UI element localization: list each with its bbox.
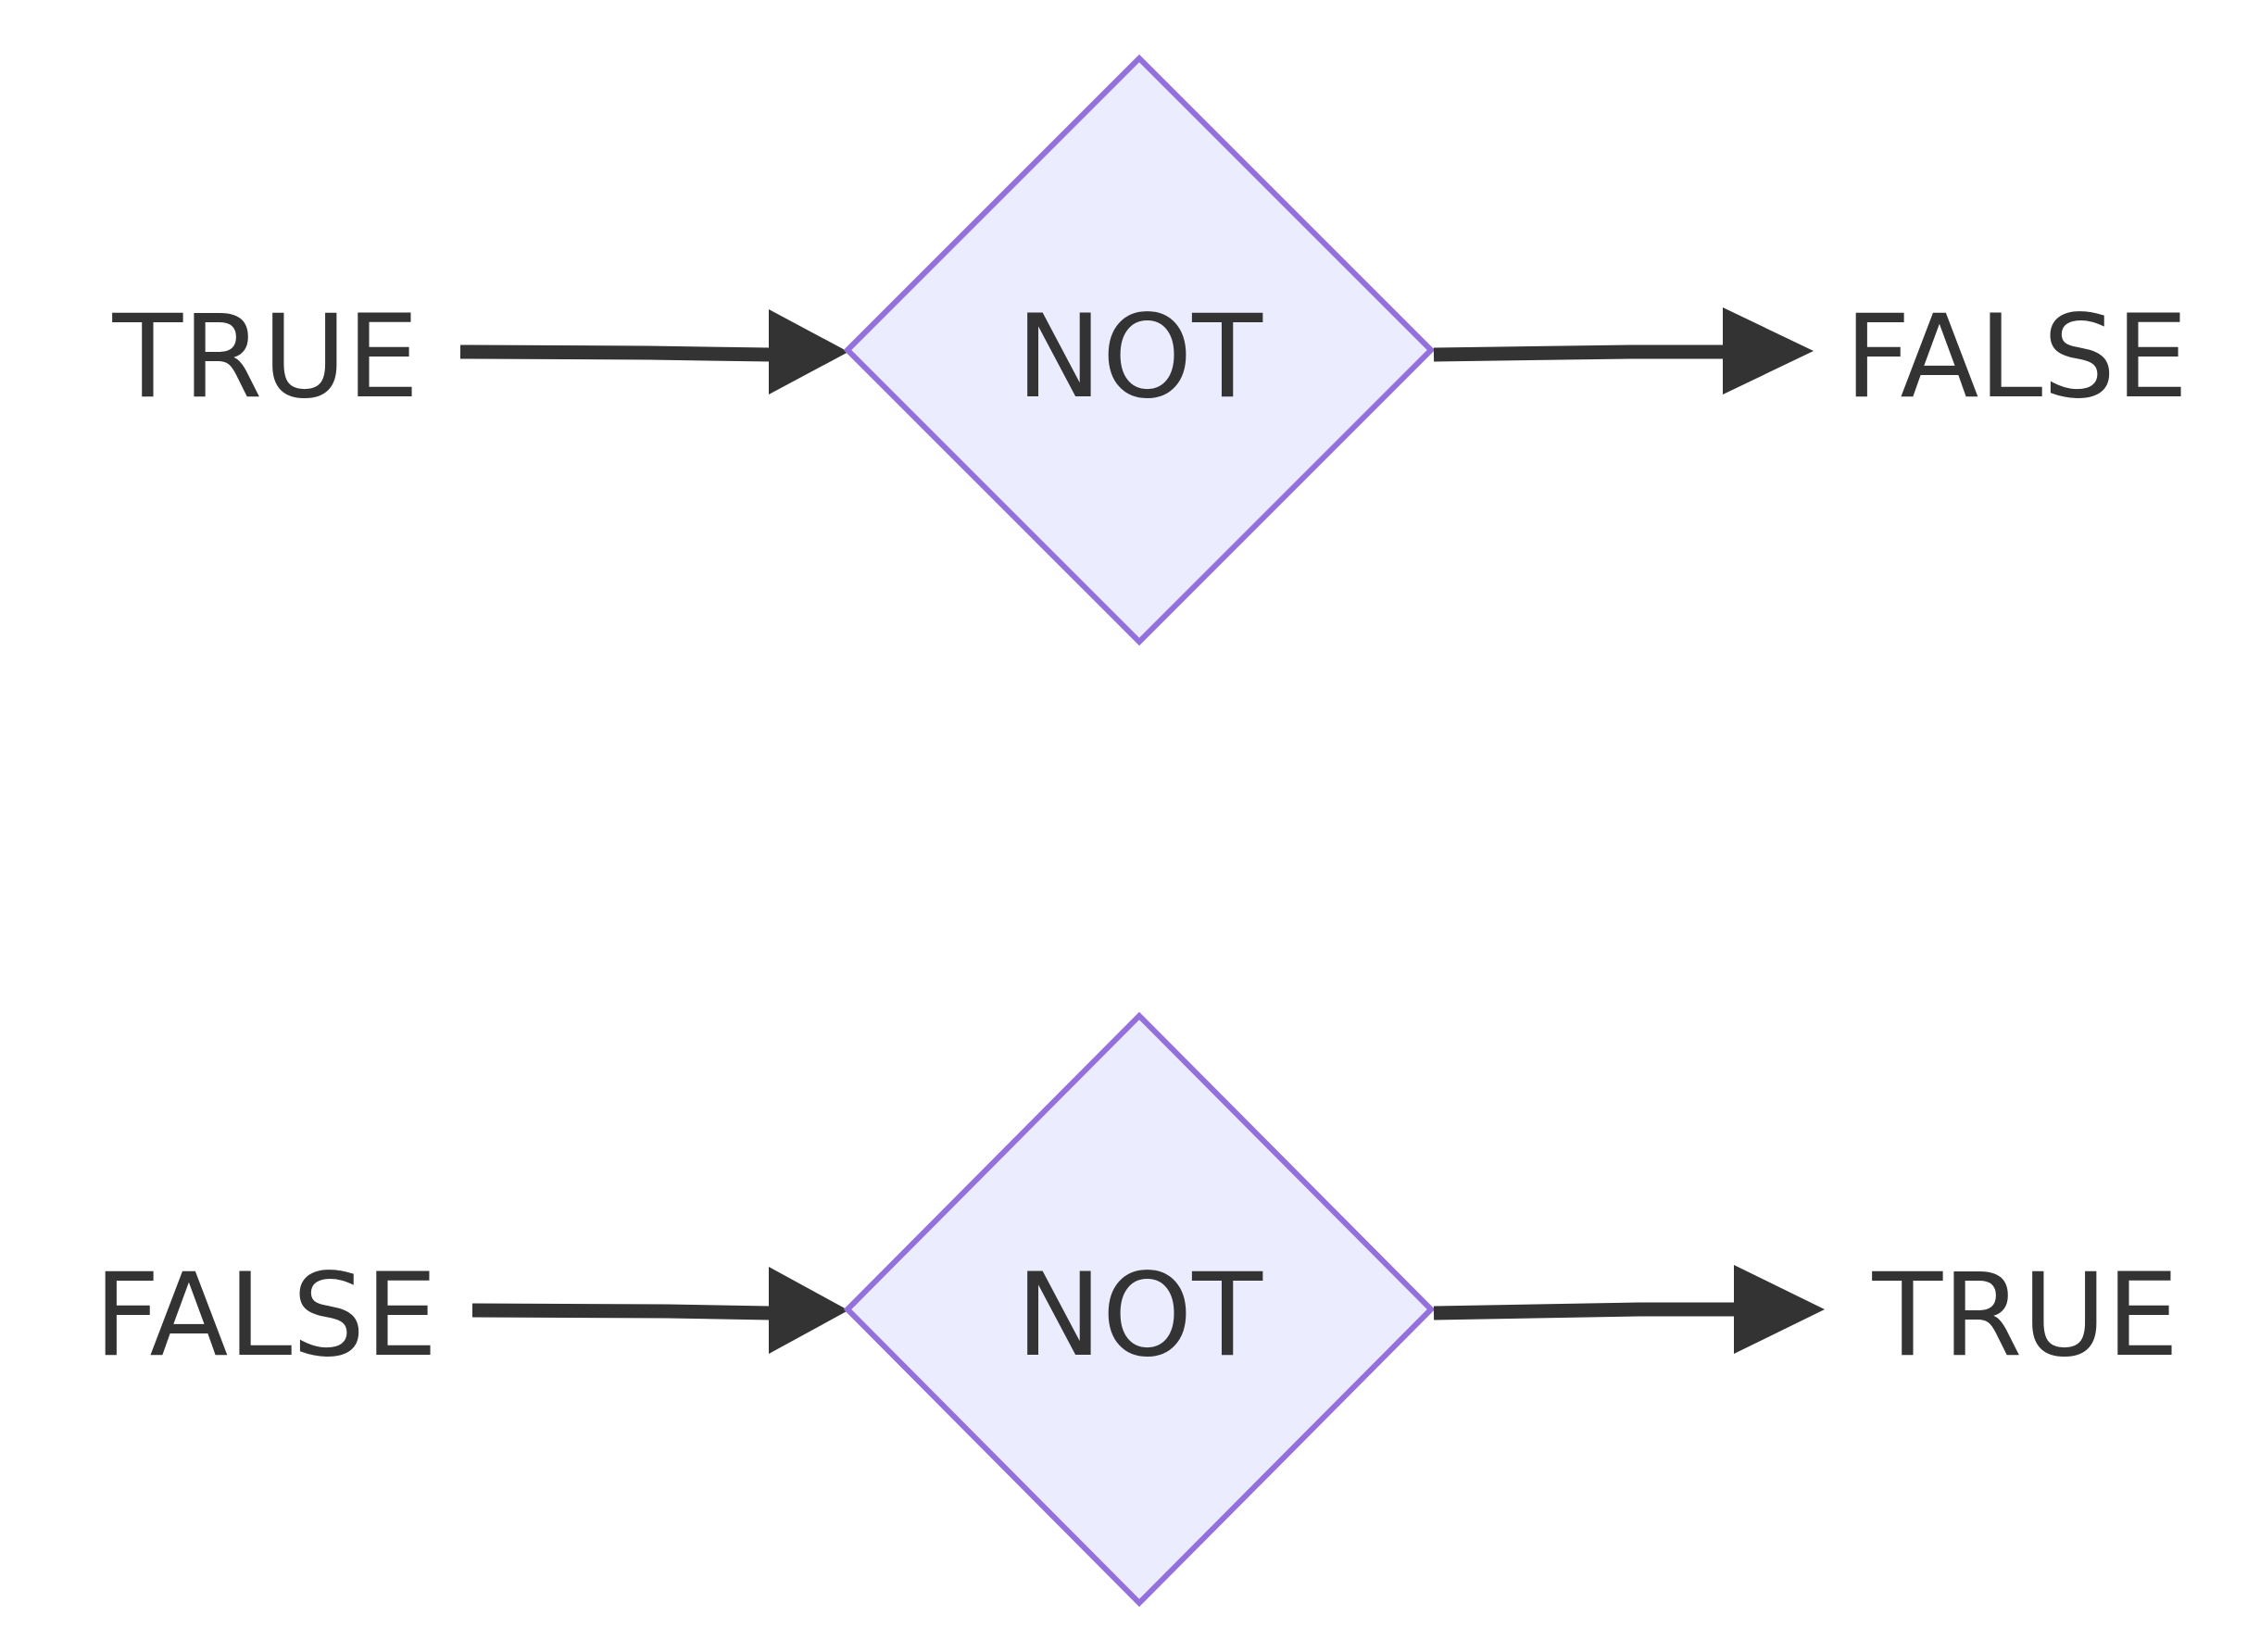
row-1-input-label: TRUE <box>111 291 419 424</box>
row-1-output-edge <box>1433 344 1725 362</box>
row-1-not-gate <box>843 54 1436 646</box>
row-2-output-label: TRUE <box>1871 1249 2178 1383</box>
row-2-output-edge <box>1433 1302 1736 1320</box>
row-2-not-gate <box>843 1011 1436 1608</box>
row-1-output-arrowhead <box>1723 307 1814 394</box>
row-1-input-arrowhead <box>769 309 848 394</box>
row-2-input-edge <box>471 1303 772 1320</box>
row-2-gate-label: NOT <box>1016 1249 1263 1383</box>
row-2-input-arrowhead <box>769 1267 848 1354</box>
row-1-input-edge <box>459 344 772 362</box>
row-1-gate-label: NOT <box>1016 291 1263 424</box>
row-2-input-label: FALSE <box>94 1249 438 1383</box>
row-2-output-arrowhead <box>1734 1265 1825 1354</box>
row-1-output-label: FALSE <box>1845 291 2189 424</box>
row-1: TRUE NOT FALSE <box>111 54 2189 646</box>
row-2: FALSE NOT TRUE <box>94 1011 2179 1608</box>
